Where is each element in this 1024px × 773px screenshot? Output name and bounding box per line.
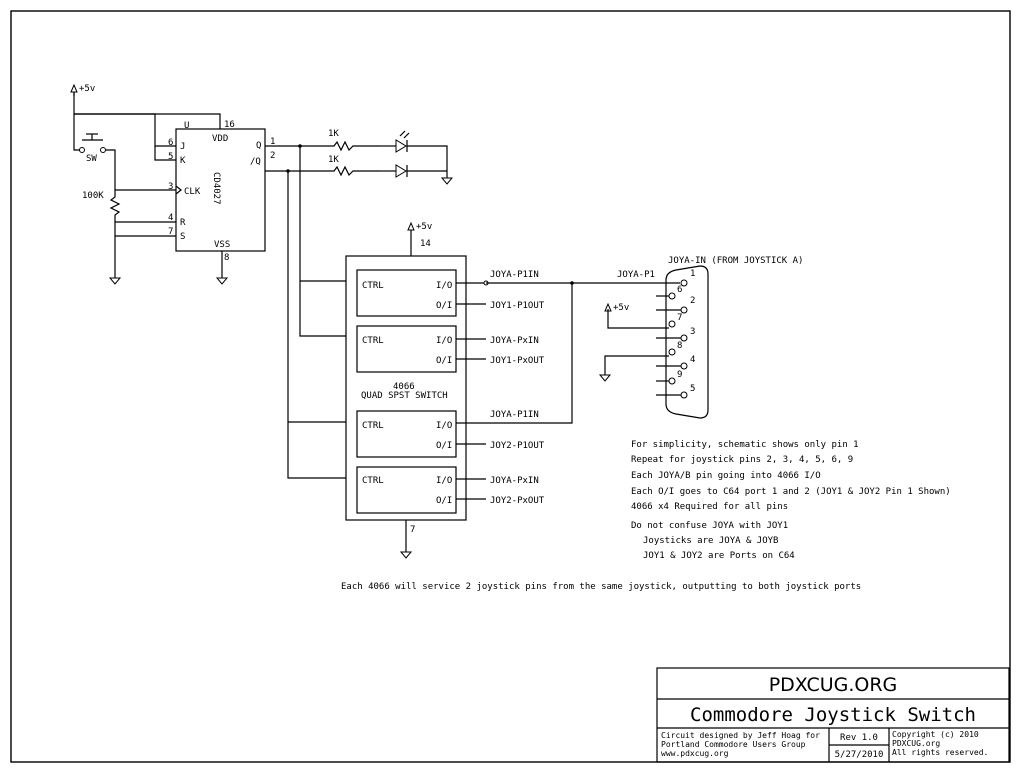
switch-3-in-net: JOYA-P1IN (490, 410, 539, 420)
switch-pin-gnd: 7 (410, 525, 415, 535)
note-line-1: For simplicity, schematic shows only pin… (631, 440, 859, 450)
ff-pin-8: 8 (224, 253, 229, 263)
switch-unit-2: CTRL I/O O/I JOYA-PxIN JOY1-PxOUT (356, 325, 545, 373)
title-block-org: PDXCUG.ORG (769, 674, 898, 696)
led-2 (380, 164, 408, 178)
note2-line-3: JOY1 & JOY2 are Ports on C64 (643, 551, 795, 561)
note2-line-2: Joysticks are JOYA & JOYB (643, 536, 778, 546)
title-block-copyright-1: Copyright (c) 2010 (892, 730, 979, 739)
title-block-title: Commodore Joystick Switch (690, 704, 976, 726)
switch-2-out-net: JOY1-PxOUT (490, 356, 545, 366)
title-block-date: 5/27/2010 (835, 750, 884, 760)
switch-2-ctrl: CTRL (362, 336, 384, 346)
title-block-designer-3: www.pdxcug.org (661, 749, 729, 758)
ff-pin-j: J (180, 142, 185, 152)
switch-4-ctrl: CTRL (362, 476, 384, 486)
title-block-designer-2: Portland Commodore Users Group (661, 740, 806, 749)
connector-pin-5: 5 (690, 384, 695, 394)
connector-net-label: JOYA-P1 (617, 270, 655, 280)
note-line-5: 4066 x4 Required for all pins (631, 502, 788, 512)
switch-1-io: I/O (436, 281, 452, 291)
connector-title: JOYA-IN (FROM JOYSTICK A) (668, 256, 803, 266)
switch-unit-1: CTRL I/O O/I JOYA-P1IN JOY1-P1OUT (356, 269, 545, 317)
vcc-symbol-connector: +5v (604, 302, 629, 313)
ff-pin-clk: CLK (184, 187, 201, 197)
ff-pin-s: S (180, 232, 185, 242)
connector-pin-6: 6 (677, 285, 682, 295)
ff-pin-r: R (180, 218, 186, 228)
ground-symbol-left (108, 277, 122, 285)
flip-flop-ic: U 16 VDD J 6 K 5 CLK 3 R 4 S 7 VSS 8 Q 1… (168, 120, 275, 263)
led-resistor-2-label: 1K (328, 155, 339, 165)
switch-2-io: I/O (436, 336, 452, 346)
led-resistor-1-label: 1K (328, 129, 339, 139)
vcc-symbol-left: +5v (70, 83, 95, 96)
switch-4-io: I/O (436, 476, 452, 486)
switch-3-out-net: JOY2-P1OUT (490, 441, 545, 451)
switch-1-in-net: JOYA-P1IN (490, 270, 539, 280)
connector-pin-8: 8 (677, 341, 682, 351)
vcc-label-connector: +5v (613, 303, 629, 313)
title-block-copyright-2: PDXCUG.org (892, 739, 940, 748)
led-1 (380, 130, 410, 153)
vcc-label-switch: +5v (416, 222, 432, 232)
ff-pin-5: 5 (168, 152, 173, 162)
title-block-rev: Rev 1.0 (840, 733, 878, 743)
ff-pin-u: U (184, 121, 189, 131)
title-block-designer-1: Circuit designed by Jeff Hoag for (661, 731, 820, 740)
ff-pin-nq: /Q (250, 157, 261, 167)
switch-unit-3: CTRL I/O O/I JOYA-P1IN JOY2-P1OUT (356, 410, 545, 458)
switch-3-io: I/O (436, 421, 452, 431)
db9-connector: JOYA-IN (FROM JOYSTICK A) 1 2 3 4 5 6 7 … (656, 256, 803, 419)
switch-4-out-net: JOY2-PxOUT (490, 496, 545, 506)
switch-3-ctrl: CTRL (362, 421, 384, 431)
switch-unit-4: CTRL I/O O/I JOYA-PxIN JOY2-PxOUT (356, 466, 545, 514)
switch-1-out-net: JOY1-P1OUT (490, 301, 545, 311)
connector-pin-3: 3 (690, 327, 695, 337)
title-block: PDXCUG.ORG Commodore Joystick Switch Cir… (656, 667, 1010, 763)
ff-pin-7: 7 (168, 227, 173, 237)
switch-2-oi: O/I (436, 356, 452, 366)
vcc-label-left: +5v (79, 84, 95, 94)
switch-4-oi: O/I (436, 496, 452, 506)
switch-pin-vdd: 14 (420, 239, 431, 249)
ff-pin-vdd: VDD (212, 134, 228, 144)
switch-3-oi: O/I (436, 441, 452, 451)
switch-ic-desc: QUAD SPST SWITCH (361, 391, 448, 401)
connector-pin-2: 2 (690, 296, 695, 306)
ff-pin-4: 4 (168, 213, 173, 223)
footer-note: Each 4066 will service 2 joystick pins f… (341, 582, 861, 592)
push-switch: SW (79, 133, 106, 164)
ff-pin-16: 16 (224, 120, 235, 130)
note-line-4: Each O/I goes to C64 port 1 and 2 (JOY1 … (631, 487, 951, 497)
notes-block: For simplicity, schematic shows only pin… (631, 440, 951, 561)
note-line-2: Repeat for joystick pins 2, 3, 4, 5, 6, … (631, 455, 853, 465)
switch-2-in-net: JOYA-PxIN (490, 336, 539, 346)
title-block-copyright-3: All rights reserved. (892, 748, 988, 757)
ff-pin-k: K (180, 156, 186, 166)
connector-pin-7: 7 (677, 313, 682, 323)
ff-pin-3: 3 (168, 182, 173, 192)
switch-1-oi: O/I (436, 301, 452, 311)
note-line-3: Each JOYA/B pin going into 4066 I/O (631, 471, 821, 481)
sheet-border (10, 10, 1011, 763)
ff-ic-name: CD4027 (211, 172, 221, 205)
switch-ic-name: 4066 (393, 382, 415, 392)
note2-line-1: Do not confuse JOYA with JOY1 (631, 521, 788, 531)
connector-pin-9: 9 (677, 370, 682, 380)
ff-pin-1: 1 (270, 137, 275, 147)
ff-pin-2: 2 (270, 151, 275, 161)
ff-pin-vss: VSS (214, 240, 230, 250)
ff-pin-q: Q (256, 141, 261, 151)
switch-4-in-net: JOYA-PxIN (490, 476, 539, 486)
connector-pin-4: 4 (690, 355, 695, 365)
switch-label: SW (86, 154, 97, 164)
connector-pin-1: 1 (690, 269, 695, 279)
ff-pin-6: 6 (168, 138, 173, 148)
switch-1-ctrl: CTRL (362, 281, 384, 291)
pullup-resistor-label: 100K (82, 191, 104, 201)
